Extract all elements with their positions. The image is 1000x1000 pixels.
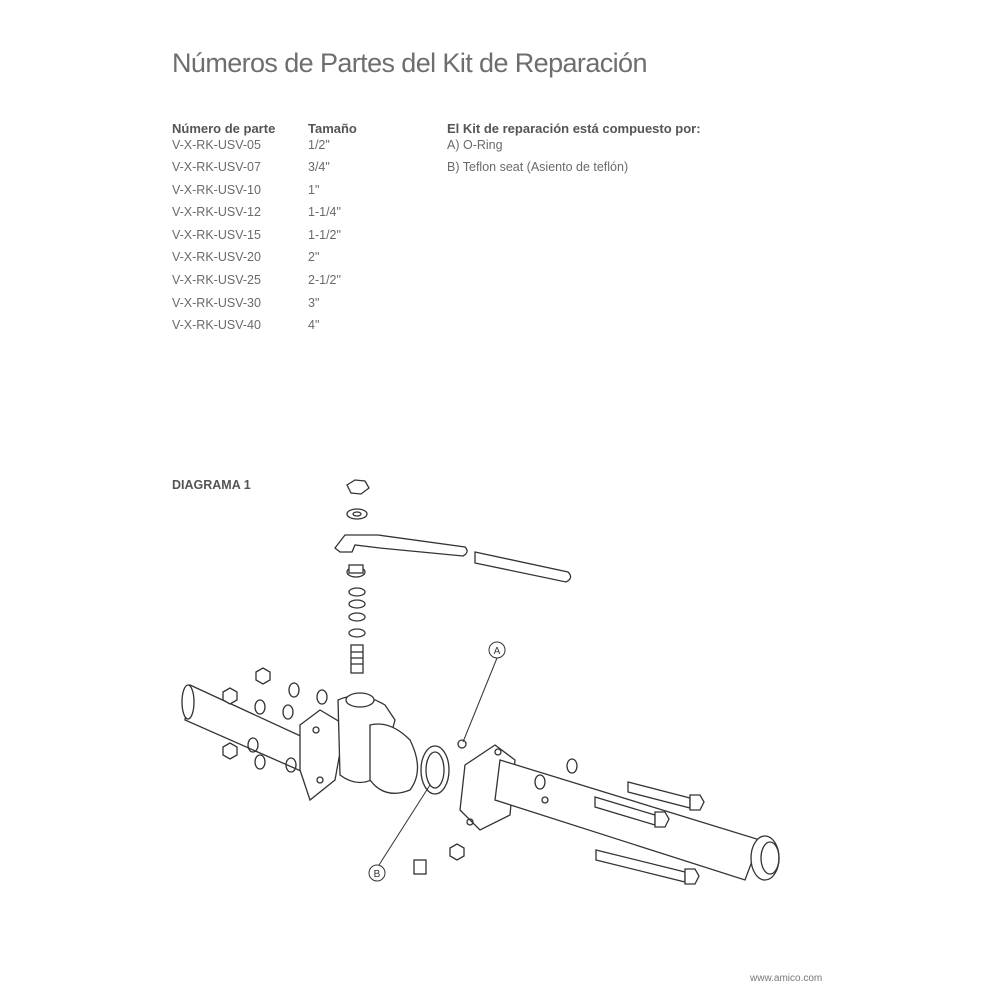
- part-number-cell: V-X-RK-USV-07: [172, 160, 261, 174]
- left-fasteners: [222, 667, 328, 773]
- left-pipe: [181, 684, 346, 802]
- kit-item: A) O-Ring: [447, 138, 503, 152]
- part-number-cell: V-X-RK-USV-05: [172, 138, 261, 152]
- right-pipe: [459, 744, 780, 881]
- part-number-cell: V-X-RK-USV-20: [172, 250, 261, 265]
- callout-b-label: B: [374, 869, 381, 880]
- size-cell: 1/2": [308, 138, 330, 152]
- kit-heading: El Kit de reparación está compuesto por:: [447, 121, 701, 136]
- size-cell: 2-1/2": [308, 272, 341, 287]
- size-cell: 4": [308, 318, 320, 333]
- valve-handle: [334, 534, 572, 583]
- right-bolts: [534, 758, 705, 885]
- part-number-cell: V-X-RK-USV-12: [172, 205, 261, 220]
- size-cell: 3": [308, 295, 320, 310]
- part-number-column: Número de parte V-X-RK-USV-05 V-X-RK-USV…: [172, 121, 275, 340]
- size-cell: 3/4": [308, 160, 330, 174]
- part-number-cell: V-X-RK-USV-25: [172, 272, 261, 287]
- size-cell: 2": [308, 250, 320, 265]
- size-cell: 1-1/2": [308, 227, 341, 242]
- footer-url: www.amico.com: [750, 973, 823, 984]
- part-number-cell: V-X-RK-USV-10: [172, 182, 261, 197]
- part-number-cell: V-X-RK-USV-30: [172, 295, 261, 310]
- part-number-cell: V-X-RK-USV-15: [172, 227, 261, 242]
- size-cell: 1": [308, 182, 320, 197]
- stem-assembly: [346, 564, 366, 674]
- page-title: Números de Partes del Kit de Reparación: [172, 48, 647, 78]
- kit-item: B) Teflon seat (Asiento de teflón): [447, 160, 629, 174]
- small-parts: [413, 843, 465, 875]
- size-header: Tamaño: [308, 121, 357, 136]
- size-column: Tamaño 1/2" 3/4" 1" 1-1/4" 1-1/2" 2" 2-1…: [308, 121, 357, 340]
- kit-contents: El Kit de reparación está compuesto por:…: [447, 121, 701, 181]
- stem-nut: [346, 479, 370, 520]
- callout-a: [462, 641, 506, 743]
- valve-body: [337, 692, 419, 794]
- size-cell: 1-1/4": [308, 205, 341, 220]
- callout-a-label: A: [494, 646, 501, 657]
- callout-b: [368, 784, 431, 882]
- part-number-header: Número de parte: [172, 121, 276, 136]
- teflon-seat: [420, 739, 467, 795]
- part-number-cell: V-X-RK-USV-40: [172, 318, 261, 333]
- diagram-label: DIAGRAMA 1: [172, 478, 251, 492]
